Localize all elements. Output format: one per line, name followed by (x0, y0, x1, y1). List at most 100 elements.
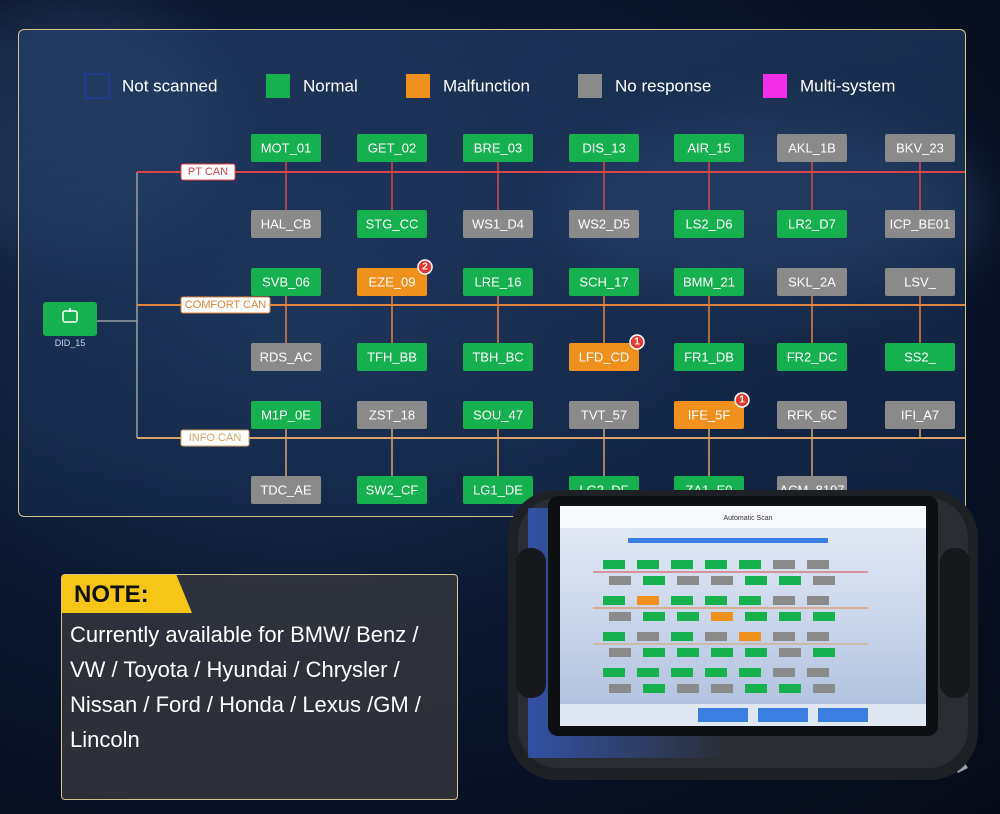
ecu-label: HAL_CB (261, 217, 312, 232)
ecu-module-tvt_57[interactable]: TVT_57 (569, 401, 639, 429)
ecu-module-mot_01[interactable]: MOT_01 (250, 133, 322, 163)
ecu-module-bmm_21[interactable]: BMM_21 (674, 268, 744, 296)
ecu-module-tbh_bc[interactable]: TBH_BC (463, 343, 533, 371)
ecu-label: LFD_CD (579, 350, 630, 365)
fault-count-badge: 2 (417, 259, 433, 275)
ecu-module-m1p_0e[interactable]: M1P_0E (251, 401, 321, 429)
ecu-label: GET_02 (368, 141, 416, 156)
ecu-label: FR2_DC (787, 350, 838, 365)
fault-count-badge: 1 (734, 392, 750, 408)
ecu-label: M1P_0E (261, 408, 311, 423)
ecu-label: TDC_AE (260, 483, 312, 498)
legend-item-malfunction: Malfunction (406, 74, 530, 98)
ecu-label: FR1_DB (684, 350, 734, 365)
screen-title: Automatic Scan (723, 515, 772, 522)
ecu-label: ICP_BE01 (890, 217, 951, 232)
svg-text:1: 1 (634, 337, 640, 348)
svg-text:INFO CAN: INFO CAN (189, 432, 242, 444)
note-line: Currently available for BMW/ Benz / (70, 622, 419, 647)
ecu-module-zst_18[interactable]: ZST_18 (357, 401, 427, 429)
ecu-label: BKV_23 (896, 141, 944, 156)
ecu-label: RFK_6C (787, 408, 837, 423)
ecu-label: EZE_09 (369, 275, 416, 290)
mini-topology (593, 560, 868, 693)
bus-pt-can: PT CAN MOT_01 GET_02 BRE_03 DIS_13 AIR_15 AKL_… (137, 133, 965, 238)
ecu-module-dis_13[interactable]: DIS_13 (569, 134, 639, 162)
ecu-module-stg_cc[interactable]: STG_CC (357, 210, 427, 238)
ecu-label: AIR_15 (687, 141, 730, 156)
ecu-label: SS2_ (904, 350, 937, 365)
legend-swatch (578, 74, 602, 98)
ecu-module-svb_06[interactable]: SVB_06 (251, 268, 321, 296)
ecu-module-ifi_a7[interactable]: IFI_A7 (885, 401, 955, 429)
ecu-module-sou_47[interactable]: SOU_47 (463, 401, 533, 429)
legend-item-no-response: No response (578, 74, 711, 98)
ecu-label: WS2_D5 (578, 217, 630, 232)
ecu-module-get_02[interactable]: GET_02 (357, 134, 427, 162)
note-line: Nissan / Ford / Honda / Lexus /GM / (70, 692, 421, 717)
scan-tablet-device: Automatic Scan (508, 490, 978, 780)
ecu-module-lr2_d7[interactable]: LR2_D7 (777, 210, 847, 238)
ecu-module-lfd_cd[interactable]: LFD_CD 1 (569, 334, 645, 371)
ecu-label: LSV_ (904, 275, 937, 290)
ecu-module-tdc_ae[interactable]: TDC_AE (251, 476, 321, 504)
gateway-module[interactable]: DID_15 (43, 302, 97, 348)
ecu-label: SCH_17 (579, 275, 628, 290)
legend-swatch (763, 74, 787, 98)
ecu-module-icp_be01[interactable]: ICP_BE01 (885, 210, 955, 238)
gateway-label: DID_15 (55, 338, 86, 348)
svg-text:2: 2 (422, 262, 428, 273)
ecu-module-ls2_d6[interactable]: LS2_D6 (674, 210, 744, 238)
ecu-module-skl_2a[interactable]: SKL_2A (777, 268, 847, 296)
ecu-module-lre_16[interactable]: LRE_16 (463, 268, 533, 296)
note-text: Currently available for BMW/ Benz / VW /… (70, 617, 455, 757)
ecu-module-sch_17[interactable]: SCH_17 (569, 268, 639, 296)
ecu-module-air_15[interactable]: AIR_15 (674, 134, 744, 162)
note-line: Lincoln (70, 727, 140, 752)
ecu-label: LRE_16 (475, 275, 522, 290)
ecu-module-hal_cb[interactable]: HAL_CB (251, 210, 321, 238)
note-line: VW / Toyota / Hyundai / Chrysler / (70, 657, 400, 682)
note-box: NOTE: Currently available for BMW/ Benz … (61, 574, 458, 800)
legend-label: Not scanned (122, 77, 217, 96)
ecu-module-rds_ac[interactable]: RDS_AC (251, 343, 321, 371)
ecu-label: SW2_CF (366, 483, 419, 498)
ecu-module-lsv_[interactable]: LSV_ (885, 268, 955, 296)
svg-text:1: 1 (739, 395, 745, 406)
legend-item-not-scanned: Not scanned (84, 73, 217, 99)
legend-swatch (266, 74, 290, 98)
bus-label: PT CAN (180, 163, 236, 181)
ecu-module-akl_1b[interactable]: AKL_1B (777, 134, 847, 162)
ecu-label: IFE_5F (688, 408, 731, 423)
ecu-label: TBH_BC (472, 350, 523, 365)
ecu-label: WS1_D4 (472, 217, 524, 232)
legend-swatch (84, 73, 110, 99)
ecu-module-ife_5f[interactable]: IFE_5F 1 (674, 392, 750, 429)
ecu-module-fr1_db[interactable]: FR1_DB (674, 343, 744, 371)
ecu-module-ws1_d4[interactable]: WS1_D4 (463, 210, 533, 238)
ecu-label: DIS_13 (582, 141, 625, 156)
ecu-label: LG1_DE (473, 483, 523, 498)
ecu-label: SOU_47 (473, 408, 523, 423)
ecu-label: TVT_57 (581, 408, 627, 423)
ecu-module-sw2_cf[interactable]: SW2_CF (357, 476, 427, 504)
ecu-module-bkv_23[interactable]: BKV_23 (885, 134, 955, 162)
ecu-label: STG_CC (366, 217, 419, 232)
ecu-label: AKL_1B (788, 141, 836, 156)
ecu-module-tfh_bb[interactable]: TFH_BB (357, 343, 427, 371)
ecu-module-rfk_6c[interactable]: RFK_6C (777, 401, 847, 429)
ecu-module-bre_03[interactable]: BRE_03 (463, 134, 533, 162)
ecu-module-ws2_d5[interactable]: WS2_D5 (569, 210, 639, 238)
legend-label: No response (615, 77, 711, 96)
ecu-label: BMM_21 (683, 275, 735, 290)
ecu-label: ZST_18 (369, 408, 415, 423)
ecu-module-ss2_[interactable]: SS2_ (885, 343, 955, 371)
ecu-label: BRE_03 (474, 141, 522, 156)
ecu-label: IFI_A7 (901, 408, 939, 423)
legend-swatch (406, 74, 430, 98)
ecu-module-eze_09[interactable]: EZE_09 2 (357, 259, 433, 296)
ecu-module-fr2_dc[interactable]: FR2_DC (777, 343, 847, 371)
ecu-module-lg1_de[interactable]: LG1_DE (463, 476, 533, 504)
